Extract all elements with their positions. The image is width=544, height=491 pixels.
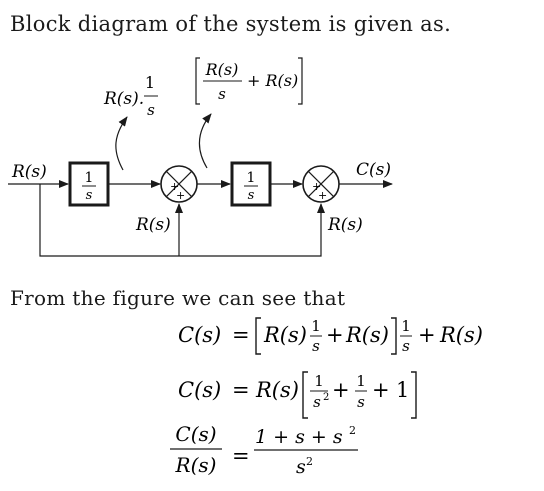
eq1-den2: s	[402, 337, 410, 355]
summing-junction-2: + +	[302, 165, 340, 203]
eq2-den2: s	[357, 393, 365, 411]
eq3-lhs-numerator: C(s)	[175, 422, 216, 446]
annotation-2-numerator: R(s)	[205, 60, 239, 79]
block-1-denominator: s	[86, 188, 93, 203]
block-2-numerator: 1	[247, 170, 256, 186]
eq2-den1-superscript: 2	[323, 392, 329, 403]
annotation-2-left-bracket	[195, 57, 200, 105]
eq2-plus2: +	[372, 378, 390, 402]
eq1-num1: 1	[311, 317, 321, 335]
eq3-rhs-numerator: 1 + s + s	[255, 426, 343, 448]
annotation-1-arrow	[115, 116, 128, 171]
sum2-plus-bottom: +	[318, 189, 327, 202]
eq1-num2: 1	[401, 317, 411, 335]
eq2-lhs: C(s)	[178, 378, 221, 402]
eq1-term2: R(s)	[345, 323, 389, 347]
annotation-1-denominator: s	[147, 101, 155, 119]
annotation-2-arrow	[198, 113, 212, 169]
sum2-plus-left: +	[312, 180, 321, 193]
eq2-num2: 1	[356, 372, 366, 390]
intro-text: Block diagram of the system is given as.	[10, 12, 452, 36]
eq1-term1: R(s)	[263, 323, 307, 347]
block-1-numerator: 1	[85, 170, 94, 186]
annotation-2-denominator: s	[218, 85, 226, 103]
eq1-term3: R(s)	[439, 323, 483, 347]
eq2-term3: 1	[396, 378, 409, 402]
sum2-input-label: R(s)	[327, 215, 363, 235]
sum1-plus-bottom: +	[176, 189, 185, 202]
block-2: 1 s	[230, 161, 272, 207]
eq2-term1: R(s)	[255, 378, 299, 402]
block-1: 1 s	[68, 161, 110, 207]
eq1-left-bracket	[255, 317, 261, 355]
eq2-equals: =	[232, 378, 250, 402]
equation-2: C(s) = R(s) 1 s 2 + 1 s + 1	[178, 371, 417, 419]
eq2-left-bracket	[302, 371, 308, 419]
sum1-input-label: R(s)	[135, 215, 171, 235]
eq1-right-bracket	[391, 317, 397, 355]
equation-3: C(s) R(s) = 1 + s + s 2 s 2	[170, 422, 358, 478]
block-2-denominator: s	[248, 188, 255, 203]
annotation-2: R(s) s + R(s)	[195, 57, 303, 169]
eq3-rhs-denominator: s	[296, 456, 306, 478]
annotation-1-prefix: R(s).	[103, 89, 144, 109]
second-text: From the figure we can see that	[10, 286, 346, 310]
annotation-2-rest: + R(s)	[247, 71, 298, 90]
eq1-den1: s	[312, 337, 320, 355]
eq3-lhs-denominator: R(s)	[175, 453, 217, 477]
feedforward-path	[39, 184, 322, 257]
eq3-rhs-denominator-superscript: 2	[306, 455, 313, 468]
eq2-den1: s	[313, 393, 321, 411]
eq1-plus1: +	[326, 323, 344, 347]
output-label: C(s)	[356, 160, 391, 180]
eq3-equals: =	[232, 444, 250, 468]
eq1-equals: =	[232, 323, 250, 347]
eq2-plus1: +	[332, 378, 350, 402]
annotation-1: R(s). 1 s	[103, 73, 158, 171]
equation-1: C(s) = R(s) 1 s + R(s) 1 s + R(s)	[178, 317, 483, 355]
eq2-right-bracket	[411, 371, 417, 419]
input-label: R(s)	[11, 162, 47, 182]
summing-junction-1: + +	[160, 165, 198, 203]
eq3-rhs-numerator-superscript: 2	[349, 424, 356, 437]
annotation-1-numerator: 1	[145, 73, 155, 92]
eq1-plus2: +	[418, 323, 436, 347]
eq2-num1: 1	[314, 372, 324, 390]
eq1-lhs: C(s)	[178, 323, 221, 347]
sum1-plus-left: +	[170, 180, 179, 193]
annotation-2-right-bracket	[298, 57, 303, 105]
